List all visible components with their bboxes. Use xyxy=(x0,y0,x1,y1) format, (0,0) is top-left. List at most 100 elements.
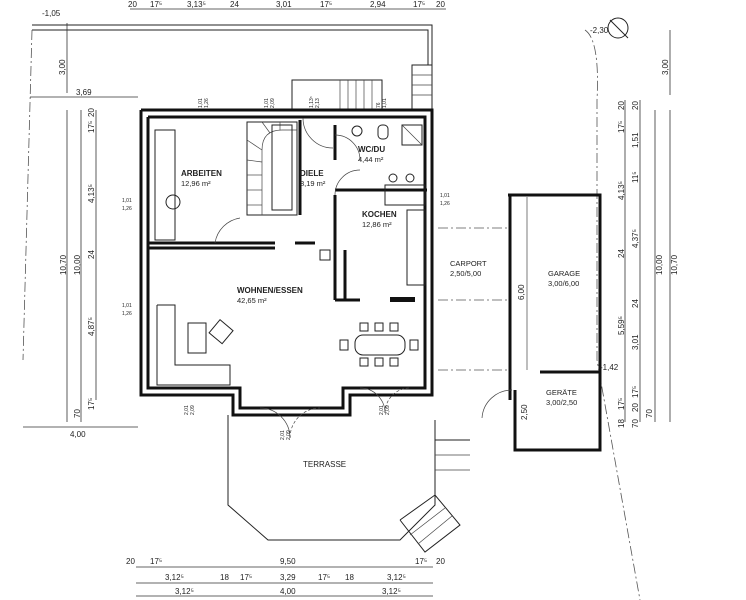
dimension-label: 20 xyxy=(631,101,640,110)
dimension-label: 1,26 xyxy=(122,206,132,212)
room-size: 3,00/2,50 xyxy=(546,398,577,407)
garage: 6,00 GARAGE 3,00/6,00 GERÄTE 3,00/2,50 2… xyxy=(481,193,619,452)
dimension-label: 3,12⁵ xyxy=(382,587,401,596)
dimension-label: 17⁵ xyxy=(150,0,162,9)
dimension-label: 2,01 xyxy=(379,405,385,415)
dimension-label: 17⁵ xyxy=(87,121,96,133)
room-area: 42,65 m² xyxy=(237,296,267,305)
doors xyxy=(214,117,411,439)
dimension-label: 1,01 xyxy=(382,98,388,108)
dimension-label: 4,13⁵ xyxy=(87,184,96,203)
dimension-label: 20 xyxy=(436,0,445,9)
dimension-label: 10,00 xyxy=(655,254,664,275)
north-arrow-icon xyxy=(607,17,629,39)
dimension-label: 18 xyxy=(617,419,626,428)
room-wohnen: WOHNEN/ESSEN 42,65 m² xyxy=(237,286,303,305)
dimension-label: 2,01 xyxy=(184,405,190,415)
dimension-label: 18 xyxy=(220,573,229,582)
dimension-label: 24 xyxy=(87,250,96,259)
dimension-label: 10,00 xyxy=(73,254,82,275)
dimension-label: 2,09 xyxy=(190,405,196,415)
dimension-label: 17⁵ xyxy=(413,0,425,9)
dimension-label: 24 xyxy=(631,299,640,308)
dimension-label: 20 xyxy=(617,101,626,110)
dimension-label: 1,13⁵ xyxy=(309,96,315,108)
dimension-label: 17⁵ xyxy=(617,121,626,133)
furniture xyxy=(154,124,426,386)
dimension-label: 2,01 xyxy=(280,430,286,440)
dimension-label: 3,29 xyxy=(280,573,296,582)
plot-boundary xyxy=(22,17,641,600)
dimension-label: 20 xyxy=(126,557,135,566)
dimension-label: 3,01 xyxy=(631,334,640,350)
dimension-label: 2,09 xyxy=(385,405,391,415)
dimension-label: 2,94 xyxy=(370,0,386,9)
carport: CARPORT 2,50/5,00 xyxy=(438,227,508,371)
dimension-label: 17⁵ xyxy=(318,573,330,582)
terrace: TERRASSE xyxy=(227,415,470,553)
dimension-label: 70 xyxy=(73,409,82,418)
dimension-label: 4,00 xyxy=(280,587,296,596)
room-name: WOHNEN/ESSEN xyxy=(237,286,303,295)
dimension-left: 3,00 3,69 4,00 10,70 10,00 20 17⁵ 4,13⁵ … xyxy=(23,23,138,439)
room-name: WC/DU xyxy=(358,145,385,154)
dimension-label: 1,26 xyxy=(440,201,450,207)
room-name: ARBEITEN xyxy=(181,169,222,178)
dimension-label: 1,01 xyxy=(198,98,204,108)
dimension-label: 9,50 xyxy=(280,557,296,566)
dimension-label: 2,09 xyxy=(270,98,276,108)
dimension-label: 3,01 xyxy=(276,0,292,9)
room-area: 12,96 m² xyxy=(181,179,211,188)
dimension-label: 3,12⁵ xyxy=(387,573,406,582)
dimension-label: 1,01 xyxy=(440,193,450,199)
room-area: 12,86 m² xyxy=(362,220,392,229)
dimension-label: 11⁵ xyxy=(631,171,640,183)
room-name: TERRASSE xyxy=(303,460,346,469)
room-size: 2,50/5,00 xyxy=(450,269,481,278)
dimension-label: 4,37⁵ xyxy=(631,229,640,248)
dimension-label: 17⁵ xyxy=(415,557,427,566)
dimension-label: 1,26 xyxy=(204,98,210,108)
dimension-label: 17⁵ xyxy=(617,398,626,410)
room-kochen: KOCHEN 12,86 m² xyxy=(362,210,397,229)
dimension-label: 20 xyxy=(87,108,96,117)
dimension-label: 1,26 xyxy=(122,311,132,317)
interior-stairs xyxy=(246,121,298,216)
room-wc: WC/DU 4,44 m² xyxy=(358,145,385,164)
dimension-label: 3,13⁵ xyxy=(187,0,206,9)
building-walls xyxy=(139,108,434,417)
dimension-label: 1,01 xyxy=(264,98,270,108)
elevation-garage: -1,42 xyxy=(600,363,619,372)
room-area: 8,19 m² xyxy=(300,179,326,188)
dimension-label: 3,12⁵ xyxy=(165,573,184,582)
dimension-label: 17⁵ xyxy=(631,386,640,398)
dimension-label: 70 xyxy=(631,419,640,428)
dimension-label: 70 xyxy=(645,409,654,418)
dimension-label: 10,70 xyxy=(59,254,68,275)
window-marks: 1,01 1,26 1,01 2,09 1,13⁵ 2,13 76 1,01 1… xyxy=(122,96,450,440)
dimension-bottom: 20 17⁵ 9,50 17⁵ 20 3,12⁵ 18 17⁵ 3,29 17⁵… xyxy=(126,557,445,597)
garage-depth: 6,00 xyxy=(517,284,526,300)
dimension-label: 4,87⁵ xyxy=(87,317,96,336)
dimension-label: 3,69 xyxy=(76,88,92,97)
dimension-label: 2,09 xyxy=(286,430,292,440)
chimney xyxy=(390,297,415,302)
room-area: 4,44 m² xyxy=(358,155,384,164)
dimension-label: 17⁵ xyxy=(320,0,332,9)
dimension-label: 76 xyxy=(376,102,382,108)
dimension-label: 3,00 xyxy=(58,59,67,75)
dimension-label: 4,00 xyxy=(70,430,86,439)
dimension-label: 3,12⁵ xyxy=(175,587,194,596)
room-name: CARPORT xyxy=(450,259,487,268)
dimension-label: 1,01 xyxy=(122,198,132,204)
dimension-label: 20 xyxy=(631,403,640,412)
dimension-right: 3,00 10,00 10,70 20 17⁵ 4,13⁵ 24 5,59⁵ 1… xyxy=(617,30,679,428)
elevation-top-right: -2,30 xyxy=(590,26,609,35)
elevation-top-left: -1,05 xyxy=(42,9,61,18)
dimension-label: 20 xyxy=(436,557,445,566)
dimension-label: 10,70 xyxy=(670,254,679,275)
dimension-label: 20 xyxy=(128,0,137,9)
room-name: GERÄTE xyxy=(546,388,577,397)
dimension-label: 4,13⁵ xyxy=(617,181,626,200)
